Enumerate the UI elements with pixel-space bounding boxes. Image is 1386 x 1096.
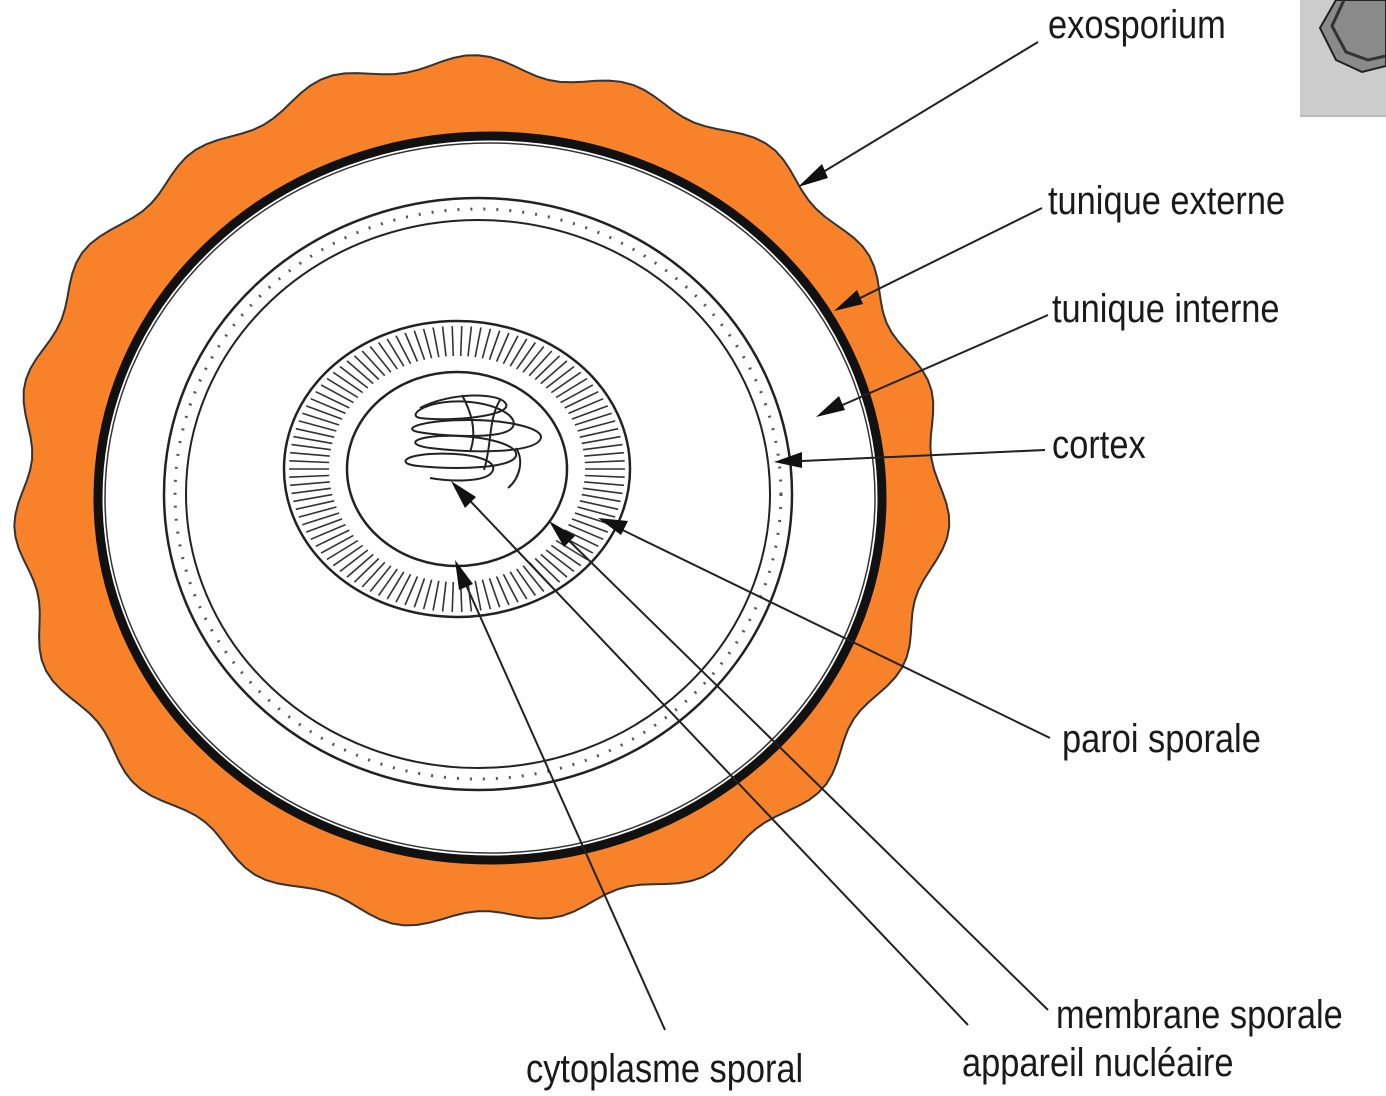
label-tunique-externe: tunique externe bbox=[1048, 178, 1285, 223]
label-tunique-interne: tunique interne bbox=[1052, 286, 1280, 331]
label-cytoplasme-sporal: cytoplasme sporal bbox=[526, 1046, 803, 1091]
striation-line bbox=[461, 326, 462, 356]
label-membrane-sporale: membrane sporale bbox=[1056, 992, 1343, 1037]
label-paroi-sporale: paroi sporale bbox=[1062, 716, 1261, 761]
label-exosporium: exosporium bbox=[1048, 2, 1226, 47]
striation-line bbox=[452, 326, 453, 356]
label-cortex: cortex bbox=[1052, 422, 1146, 467]
striation-line bbox=[452, 582, 453, 612]
label-appareil-nucleaire: appareil nucléaire bbox=[962, 1040, 1234, 1085]
photo-fragment bbox=[1300, 0, 1386, 116]
leader-exosporium bbox=[798, 42, 1038, 187]
